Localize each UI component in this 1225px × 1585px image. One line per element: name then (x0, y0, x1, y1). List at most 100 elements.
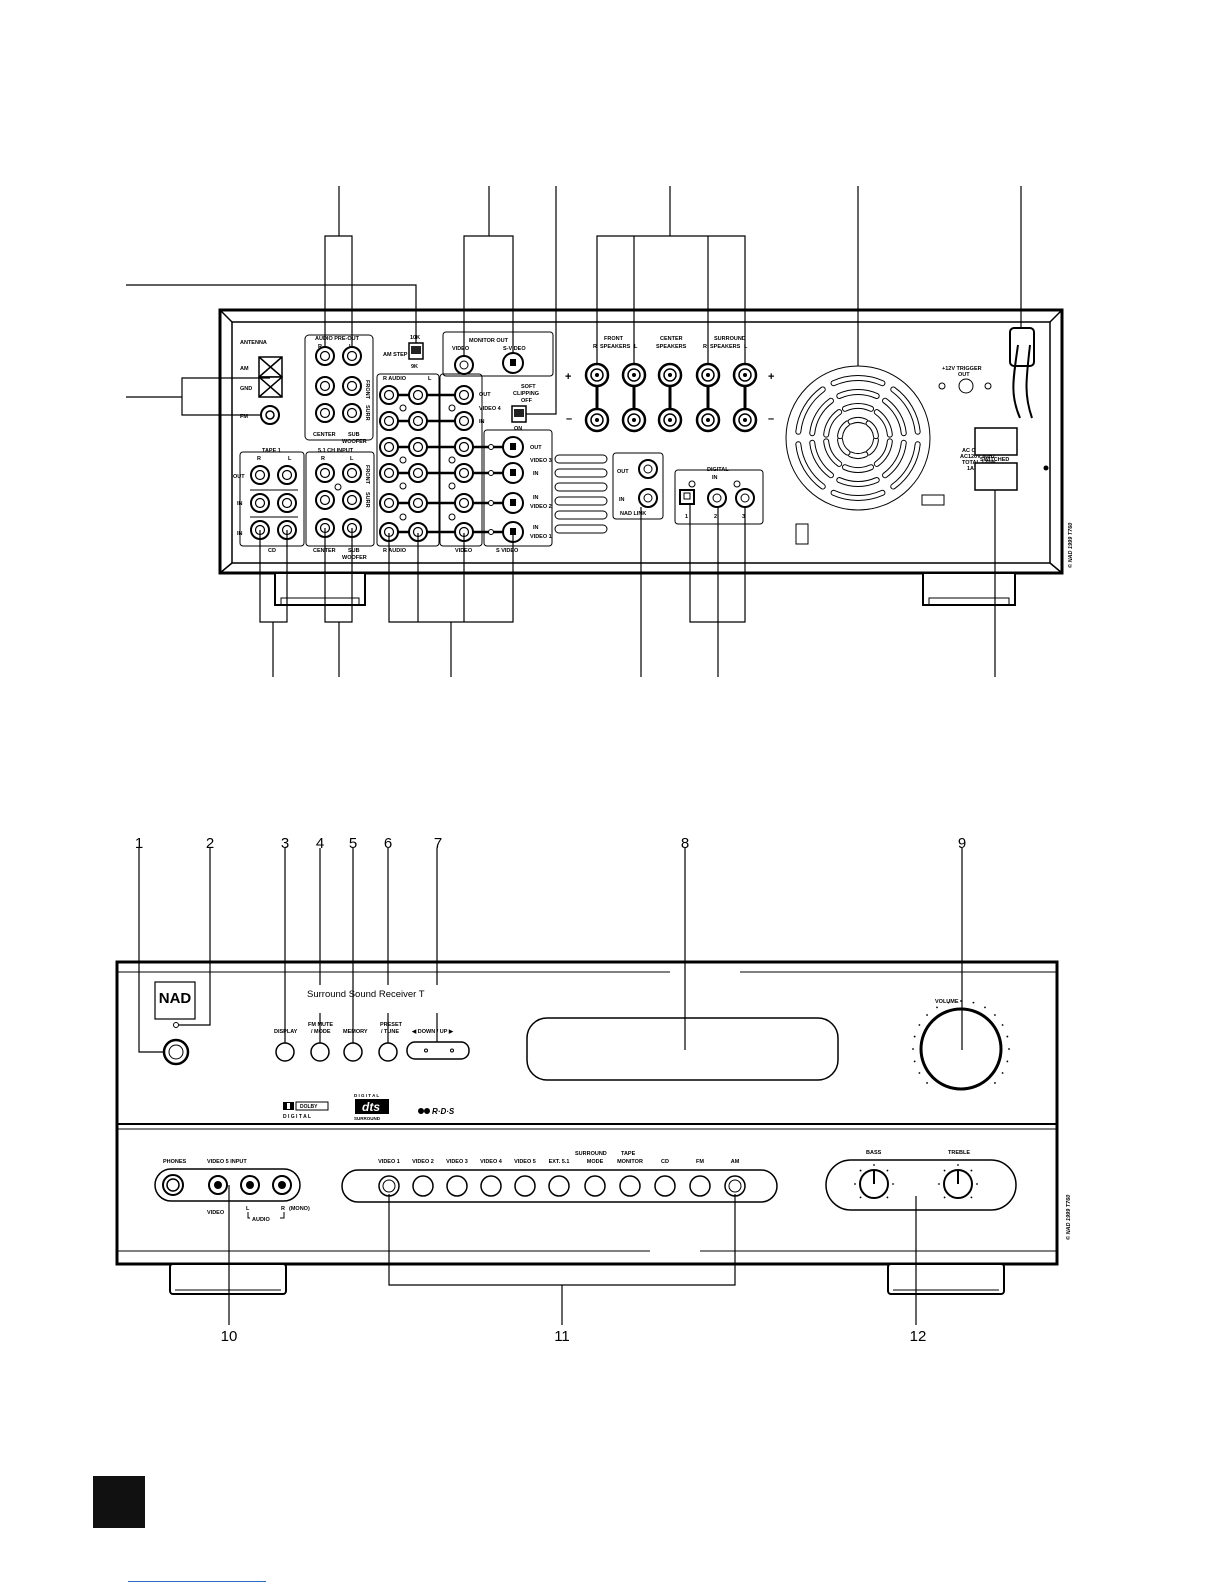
svg-text:10K: 10K (410, 335, 420, 341)
memory-button[interactable] (343, 1042, 363, 1062)
callout-7: 7 (434, 835, 442, 852)
preout-jack[interactable] (342, 376, 362, 396)
speaker-binding-post[interactable] (695, 407, 721, 433)
speaker-binding-post[interactable] (732, 407, 758, 433)
speaker-binding-post[interactable] (621, 362, 647, 388)
svg-text:WOOFER: WOOFER (342, 439, 367, 445)
audio-l-jack[interactable] (408, 411, 428, 431)
monitor-video-jack[interactable] (454, 355, 474, 375)
preout-jack[interactable] (342, 403, 362, 423)
source-button-video-4[interactable] (480, 1175, 502, 1197)
preset-tune-button[interactable] (378, 1042, 398, 1062)
source-button-monitor[interactable] (619, 1175, 641, 1197)
nad-link-out[interactable] (638, 459, 658, 479)
svideo-jack[interactable] (502, 462, 524, 484)
svg-text:IN: IN (237, 531, 243, 537)
trigger-jack[interactable] (958, 378, 974, 394)
svg-text:PHONES: PHONES (163, 1159, 187, 1165)
audio-r-jack[interactable] (379, 385, 399, 405)
ch51-jacks[interactable] (315, 463, 362, 538)
speaker-binding-post[interactable] (584, 362, 610, 388)
am-label: AM (240, 366, 249, 372)
video-jack[interactable] (454, 385, 474, 405)
source-button-video-2[interactable] (412, 1175, 434, 1197)
trigger-out: +12V TRIGGER OUT (938, 366, 992, 394)
source-button-cd[interactable] (654, 1175, 676, 1197)
svg-text:L: L (288, 456, 292, 462)
digital-in-2[interactable] (707, 488, 727, 508)
source-button-video-5[interactable] (514, 1175, 536, 1197)
svg-text:DIGITAL: DIGITAL (707, 467, 729, 473)
digital-in-1-optical[interactable] (679, 489, 695, 505)
audio-l-jack[interactable] (408, 385, 428, 405)
svg-text:FM MUTE: FM MUTE (308, 1022, 333, 1028)
power-button[interactable] (162, 1038, 190, 1066)
svg-text:2: 2 (714, 514, 717, 520)
source-button-fm[interactable] (689, 1175, 711, 1197)
svg-text:FRONT: FRONT (364, 380, 370, 400)
speaker-binding-post[interactable] (621, 407, 647, 433)
footer-rule (128, 1581, 266, 1582)
ac-outlet-socket[interactable] (974, 427, 1018, 456)
fm-mute-mode-button[interactable] (310, 1042, 330, 1062)
video-jack[interactable] (454, 493, 474, 513)
ch51-jack[interactable] (315, 490, 335, 510)
speaker-binding-post[interactable] (732, 362, 758, 388)
video-jack[interactable] (454, 411, 474, 431)
preout-title: AUDIO PRE-OUT (315, 336, 360, 342)
tape-cd-jack[interactable] (277, 465, 297, 485)
bass-knob[interactable] (859, 1169, 889, 1199)
audio-r-jack[interactable] (379, 463, 399, 483)
audio-l-jack[interactable] (408, 463, 428, 483)
source-label: VIDEO 1 (378, 1159, 400, 1165)
svg-text:IN: IN (237, 501, 243, 507)
audio-l-jack[interactable] (408, 493, 428, 513)
ch51-jack[interactable] (342, 490, 362, 510)
source-button-video-1[interactable] (378, 1175, 400, 1197)
audio-l-jack[interactable] (408, 437, 428, 457)
svg-text:–: – (768, 413, 774, 425)
nad-link-in[interactable] (638, 488, 658, 508)
svg-text:5.1 CH INPUT: 5.1 CH INPUT (318, 448, 354, 454)
digital-in-3[interactable] (735, 488, 755, 508)
preout-jack[interactable] (315, 403, 335, 423)
preout-jack[interactable] (315, 346, 335, 366)
tape-cd-jack[interactable] (277, 493, 297, 513)
source-button-mode[interactable] (584, 1175, 606, 1197)
speaker-binding-post[interactable] (584, 407, 610, 433)
preout-jacks[interactable] (315, 346, 362, 423)
tape-cd-jack[interactable] (250, 493, 270, 513)
treble-knob[interactable] (943, 1169, 973, 1199)
preout-jack[interactable] (315, 376, 335, 396)
down-up-rocker[interactable] (406, 1041, 470, 1060)
audio-r-jack[interactable] (379, 493, 399, 513)
ch51-jack[interactable] (342, 463, 362, 483)
svideo-jack[interactable] (502, 436, 524, 458)
tape-cd-jack[interactable] (250, 465, 270, 485)
source-label: EXT. 5.1 (549, 1159, 570, 1165)
audio-r-jack[interactable] (379, 437, 399, 457)
callout-numbers: 1 2 3 4 5 6 7 8 9 10 11 12 (135, 835, 966, 1345)
volume-knob[interactable]: VOLUME (912, 999, 1010, 1091)
av-jacks[interactable] (379, 385, 524, 543)
source-button-ext-5-1[interactable] (548, 1175, 570, 1197)
video-jack[interactable] (454, 437, 474, 457)
ch51-jack[interactable] (315, 463, 335, 483)
source-button-am[interactable] (724, 1175, 746, 1197)
source-label: AM (731, 1159, 740, 1165)
svideo-jack[interactable] (502, 492, 524, 514)
speaker-binding-post[interactable] (657, 362, 683, 388)
display-button[interactable] (275, 1042, 295, 1062)
speaker-binding-post[interactable] (695, 362, 721, 388)
svg-text:TAPE: TAPE (621, 1151, 636, 1157)
source-button-video-3[interactable] (446, 1175, 468, 1197)
fm-connector[interactable] (260, 405, 280, 425)
speaker-posts[interactable] (584, 362, 758, 433)
speaker-binding-post[interactable] (657, 407, 683, 433)
ac-outlet-socket-2[interactable] (974, 462, 1018, 491)
preout-jack[interactable] (342, 346, 362, 366)
phones-jack[interactable] (162, 1174, 184, 1196)
video-jack[interactable] (454, 463, 474, 483)
audio-r-jack[interactable] (379, 411, 399, 431)
am-step-switch[interactable]: 10K AM STEP 9K (383, 335, 424, 370)
